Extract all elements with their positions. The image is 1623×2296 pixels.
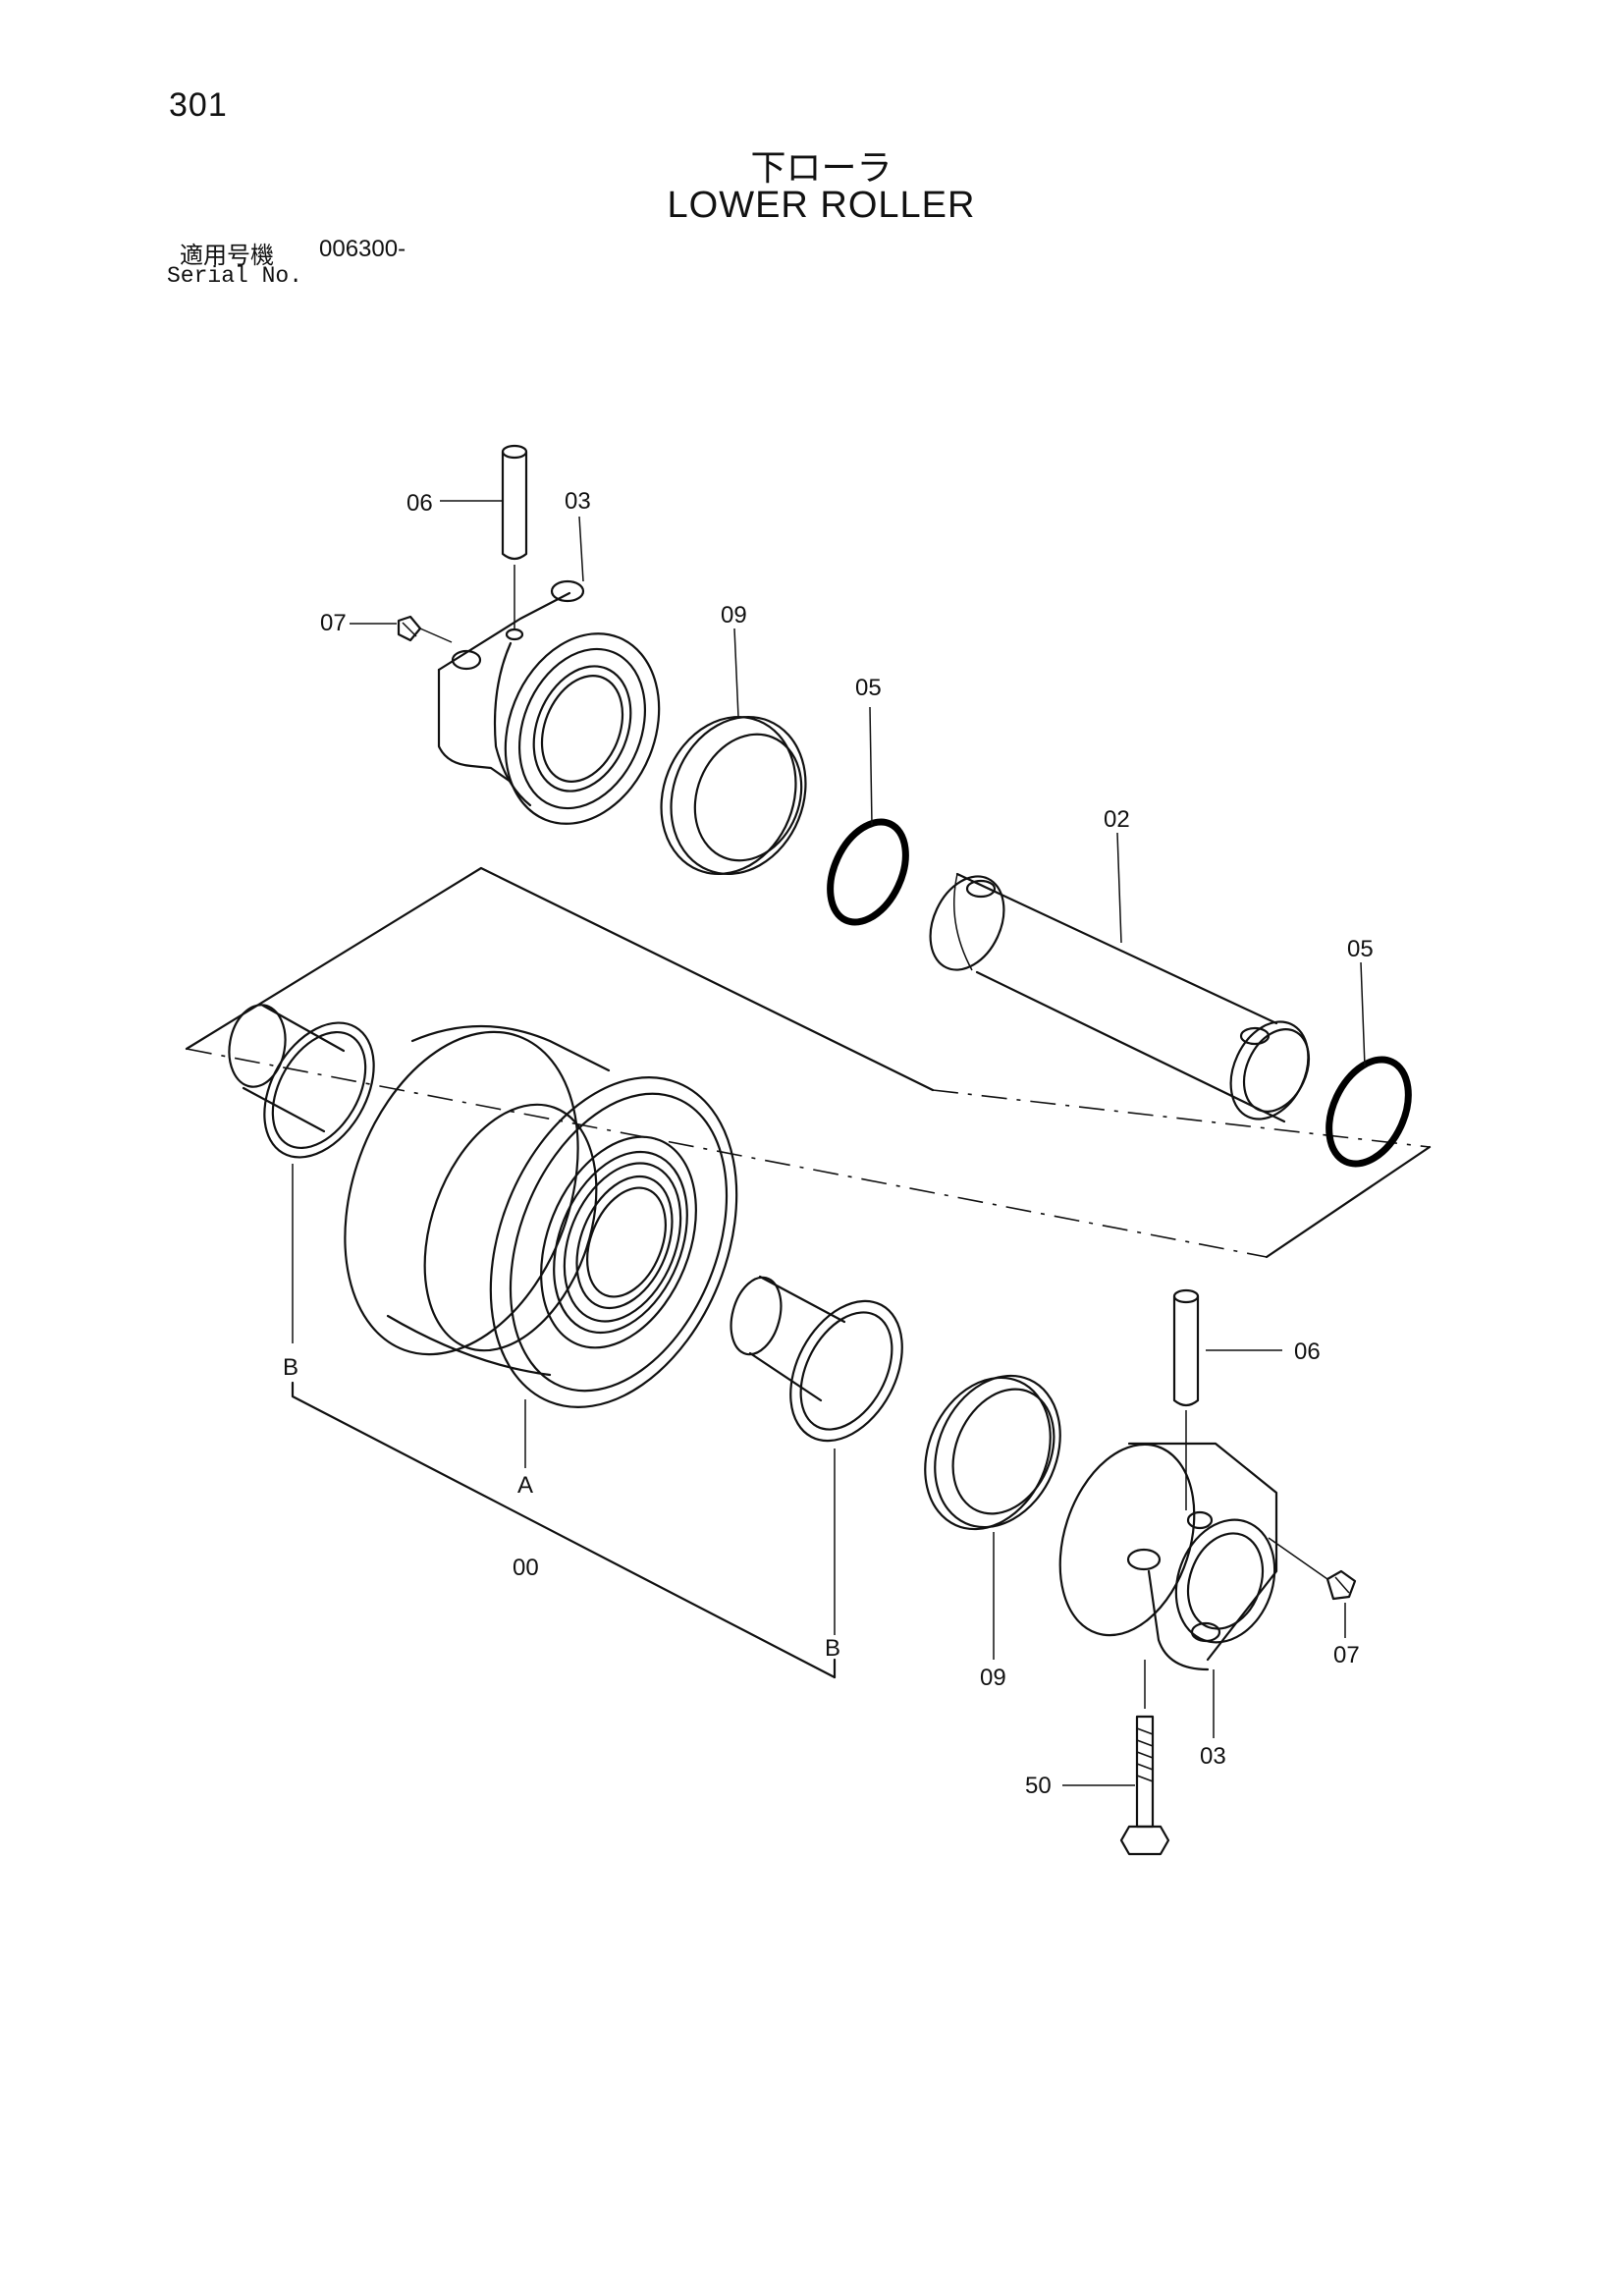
shaft [929,872,1311,1123]
bushing-right [730,1275,903,1443]
callout-bushing-left: B [283,1354,298,1381]
callout-oring-top: 05 [855,675,882,701]
callout-plug-top: 07 [320,610,347,636]
page-number: 301 [169,86,228,124]
callout-collar-top: 03 [565,488,591,515]
callout-roller-number: 00 [513,1555,539,1581]
pin-top [501,444,528,641]
serial-label-english: Serial No. [167,263,303,289]
callout-collar-bottom: 03 [1200,1743,1226,1770]
bushing-left [228,1004,375,1159]
collar-bottom [1058,1442,1278,1671]
bolt [1119,1660,1170,1856]
callout-pin-top: 06 [406,490,433,517]
roller [344,1024,738,1408]
bushing-bracket [291,1164,837,1679]
oring-top [827,818,909,926]
assembly-frame [185,866,1432,1259]
callout-plug-bottom: 07 [1333,1642,1360,1668]
callout-seal-top: 09 [721,602,747,629]
title-english: LOWER ROLLER [667,185,976,226]
oring-right [1325,1056,1412,1168]
title-japanese: 下ローラ [750,148,893,189]
serial-number-value: 006300- [319,236,406,262]
callout-roller-letter: A [517,1472,533,1499]
callout-bolt: 50 [1025,1773,1052,1799]
callout-bushing-right: B [825,1635,840,1662]
callout-shaft: 02 [1104,806,1130,833]
leader-lines [350,500,1366,1786]
callout-pin-bottom: 06 [1294,1339,1321,1365]
seal-bottom [924,1374,1061,1531]
callout-oring-right: 05 [1347,936,1374,962]
callout-seal-bottom: 09 [980,1665,1006,1691]
plug-bottom [1268,1537,1357,1601]
serial-label-japanese: 適用号機 [180,242,274,269]
seal-top [660,715,807,876]
pin-bottom [1172,1288,1200,1510]
plug-top [397,615,453,643]
collar-top [437,579,661,825]
